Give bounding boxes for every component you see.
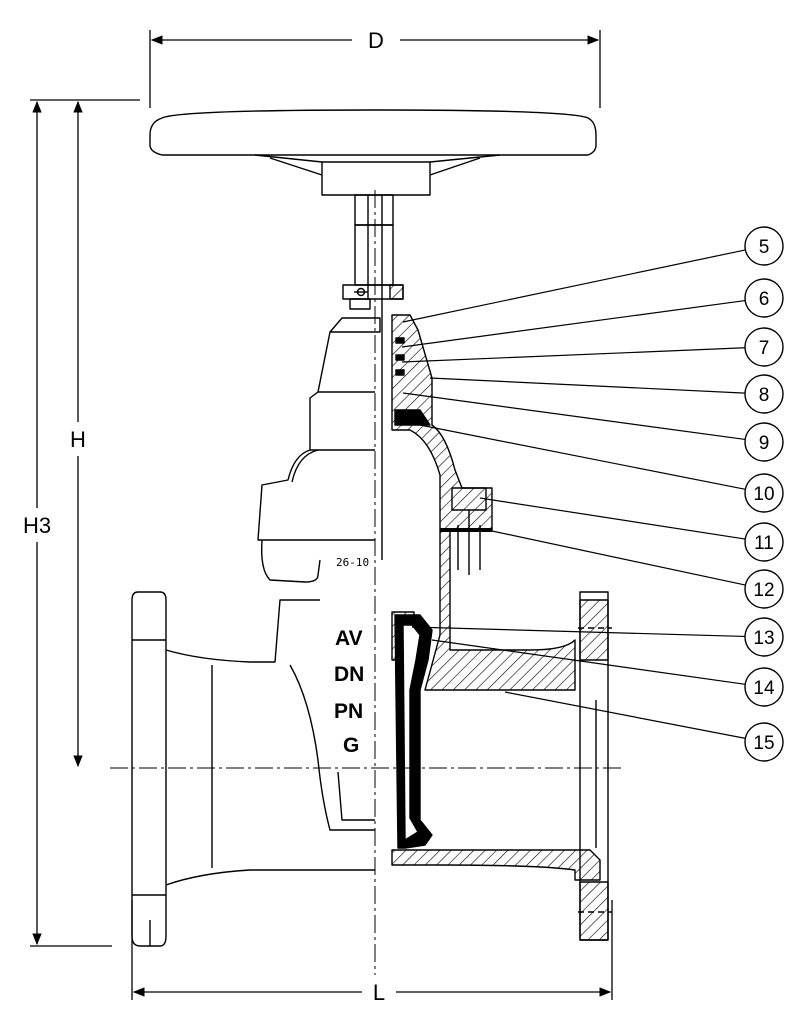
wedge: [391, 611, 433, 849]
callout-bubble-11: [744, 522, 784, 562]
dim-label-d: D: [368, 28, 384, 53]
callout-bubble-7: [744, 327, 784, 367]
dn-mark: DN: [334, 663, 364, 686]
callout-bubble-14: [744, 667, 784, 707]
callout-bubble-9: [744, 422, 784, 462]
callout-leader-6: [401, 299, 746, 348]
callout-leader-5: [402, 249, 746, 323]
g-mark: G: [343, 734, 359, 757]
bonnet-exterior: [257, 317, 381, 583]
pn-mark: PN: [334, 700, 363, 723]
callout-number-14: 14: [753, 678, 775, 699]
callout-number-15: 15: [753, 733, 774, 754]
callout-number-5: 5: [759, 237, 770, 258]
callout-leader-8: [429, 377, 746, 394]
callout-bubble-12: [744, 569, 784, 609]
callout-leader-10: [419, 424, 746, 490]
callout-number-12: 12: [753, 580, 774, 601]
valve-body: [131, 530, 612, 947]
callout-leader-13: [411, 626, 746, 638]
callout-bubble-5: [744, 226, 784, 266]
callout-number-8: 8: [759, 385, 770, 406]
callout-leader-11: [479, 497, 746, 540]
callout-bubble-13: [744, 617, 784, 657]
dim-label-l: L: [373, 980, 385, 1005]
spindle: [342, 194, 404, 560]
callout-leader-15: [504, 691, 746, 739]
callout-number-11: 11: [754, 533, 774, 554]
callout-number-6: 6: [759, 289, 770, 310]
casting-code: 26-10: [336, 556, 369, 569]
callout-bubble-15: [744, 722, 784, 762]
handwheel: [149, 109, 597, 196]
callout-bubble-10: [744, 473, 784, 513]
callout-bubble-6: [744, 278, 784, 318]
callout-number-9: 9: [759, 433, 770, 454]
centerlines: [110, 190, 625, 975]
callout-number-10: 10: [753, 484, 774, 505]
callout-leader-12: [477, 527, 746, 586]
callout-leader-14: [431, 639, 746, 685]
callout-number-13: 13: [753, 628, 774, 649]
callout-number-7: 7: [759, 338, 770, 359]
callout-bubble-8: [744, 374, 784, 414]
dim-label-h3: H3: [23, 513, 51, 538]
callouts: 5 6 7 8 9 10 11 12 13 14 15: [401, 226, 784, 762]
callout-leader-9: [402, 392, 746, 441]
dimension-lines: [30, 30, 613, 1000]
callout-leader-7: [401, 347, 746, 363]
logo-mark: AV: [335, 627, 363, 650]
dim-label-h: H: [70, 427, 86, 452]
